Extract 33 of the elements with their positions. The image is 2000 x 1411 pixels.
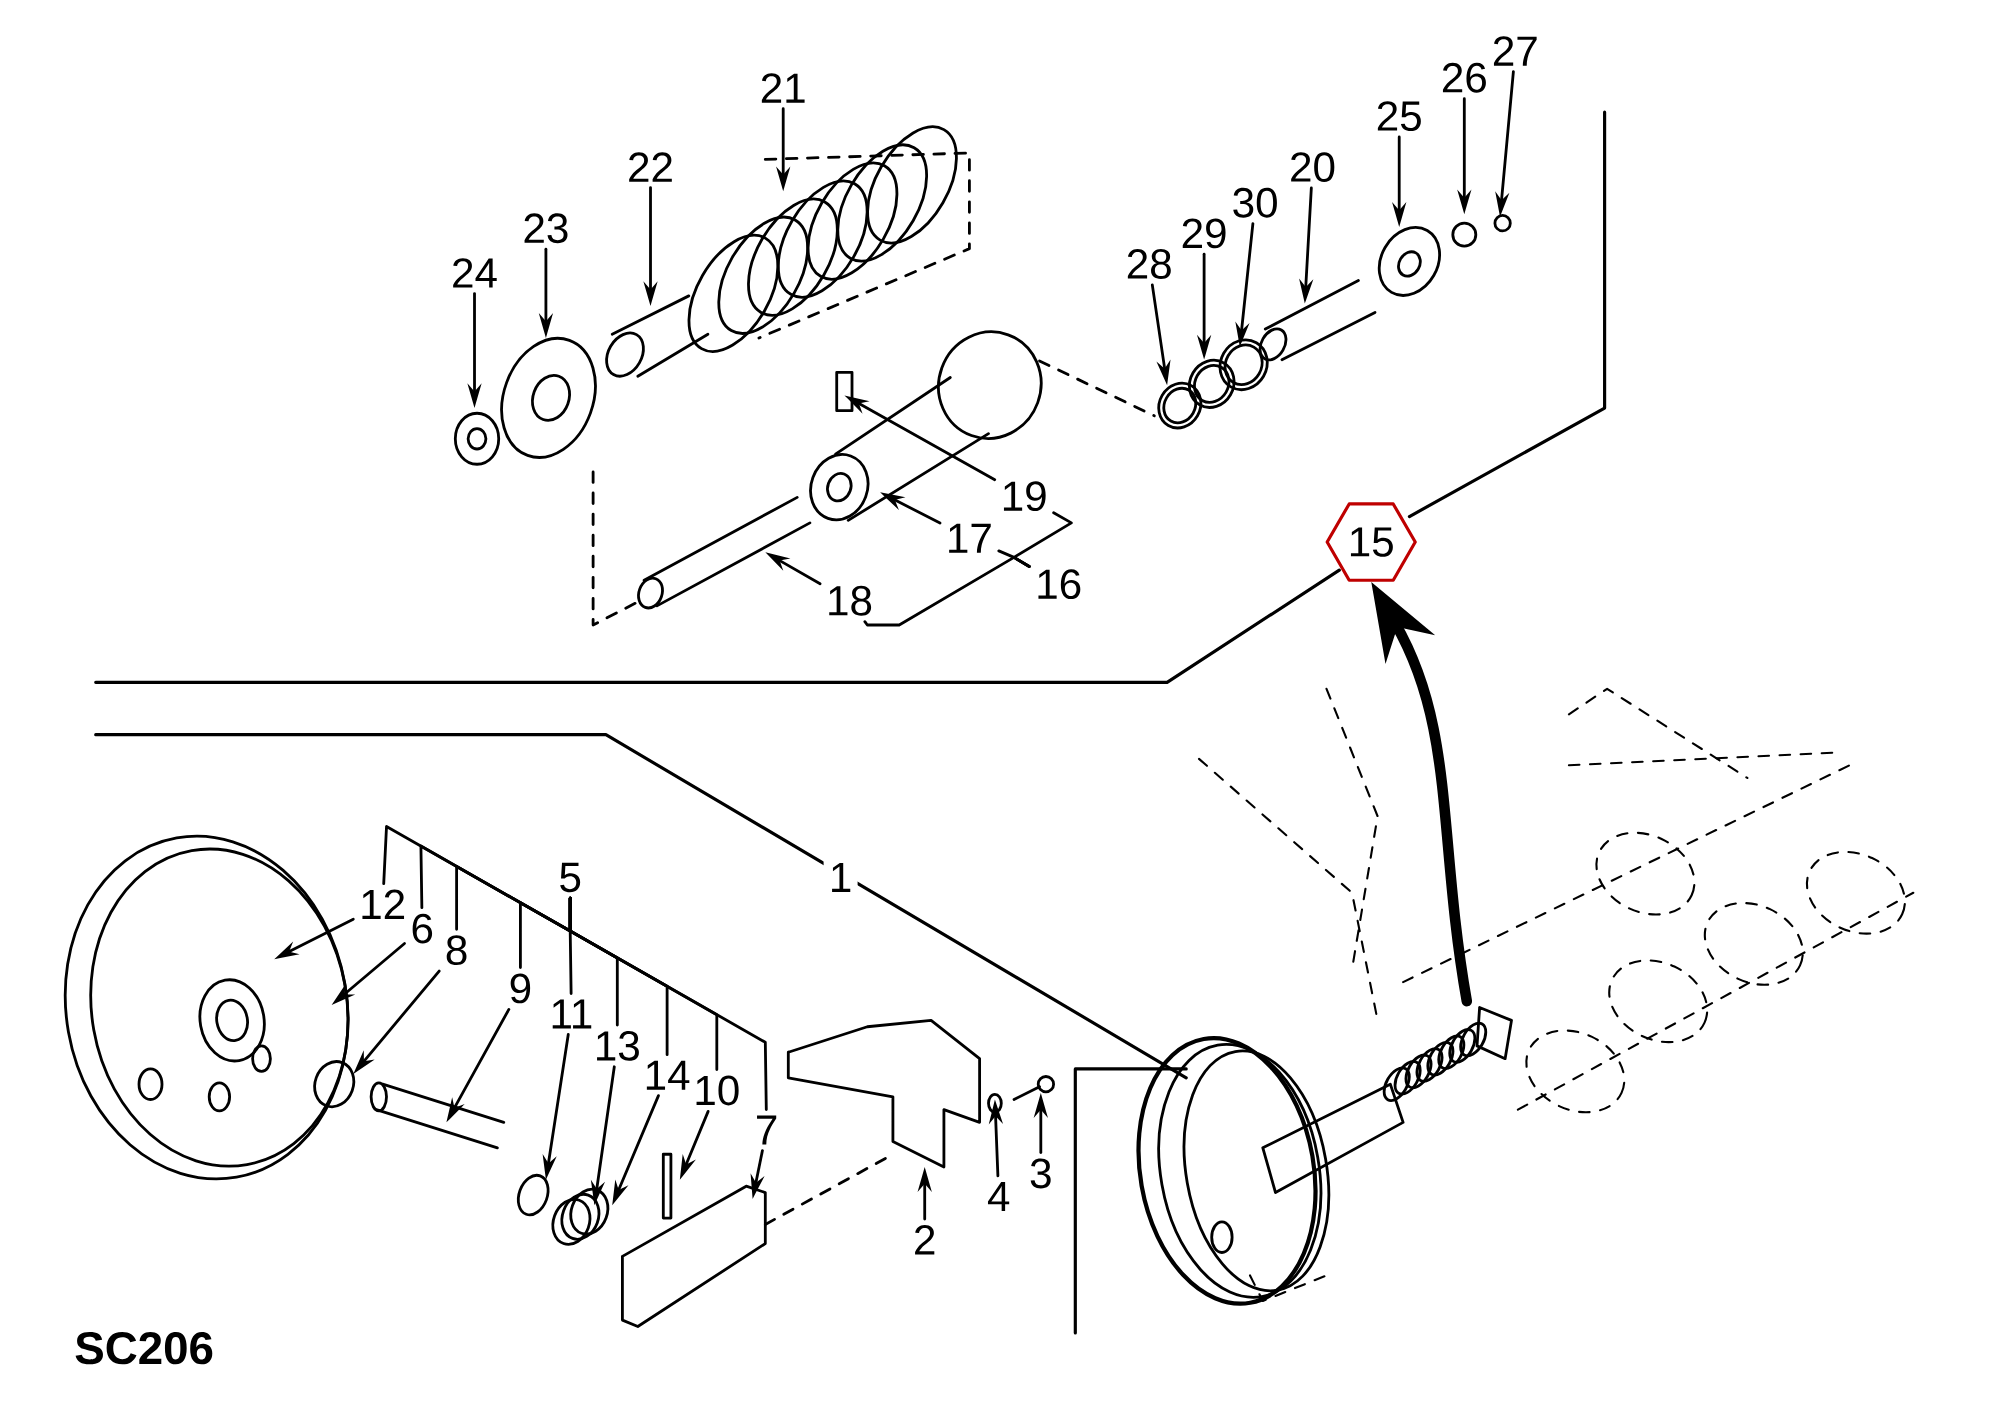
callout-number: 29 <box>1182 218 1226 249</box>
callout-number: 26 <box>1442 63 1486 93</box>
callout-number: 20 <box>1291 152 1335 183</box>
drawing-code: SC206 <box>75 1332 213 1365</box>
callout-line <box>568 896 768 1112</box>
callout-number: 23 <box>524 213 568 244</box>
callout-number: 30 <box>1233 188 1277 218</box>
callout-hexagon: 15 <box>1325 502 1417 582</box>
callout-number: 7 <box>757 1115 777 1145</box>
callout-number: 12 <box>362 889 405 920</box>
callout-number: 25 <box>1377 101 1421 132</box>
callout-number: 11 <box>552 999 592 1029</box>
callout-number: 4 <box>987 1182 1010 1212</box>
callout-number: 10 <box>696 1075 739 1106</box>
callout-number: 28 <box>1127 249 1171 280</box>
callout-number: 8 <box>446 935 467 966</box>
callout-number: 18 <box>829 586 872 616</box>
callout-number: 5 <box>560 862 581 893</box>
callout-number: 6 <box>412 913 433 944</box>
callout-number: 21 <box>761 73 805 103</box>
callout-number: 22 <box>629 152 672 182</box>
callout-number: 2 <box>915 1225 935 1255</box>
callout-number: 16 <box>1038 569 1081 600</box>
callout-number: 9 <box>510 973 531 1004</box>
callout-number: 13 <box>597 1031 639 1061</box>
callout-number: 17 <box>949 523 991 553</box>
callout-number: 27 <box>1493 36 1537 66</box>
callout-line <box>863 556 1031 627</box>
callout-number: 3 <box>1030 1158 1051 1189</box>
callout-number: 14 <box>646 1060 690 1090</box>
idler-assembly-drawing <box>1136 1006 1513 1306</box>
callout-number: 19 <box>1003 481 1046 512</box>
callout-number: 24 <box>453 258 497 288</box>
